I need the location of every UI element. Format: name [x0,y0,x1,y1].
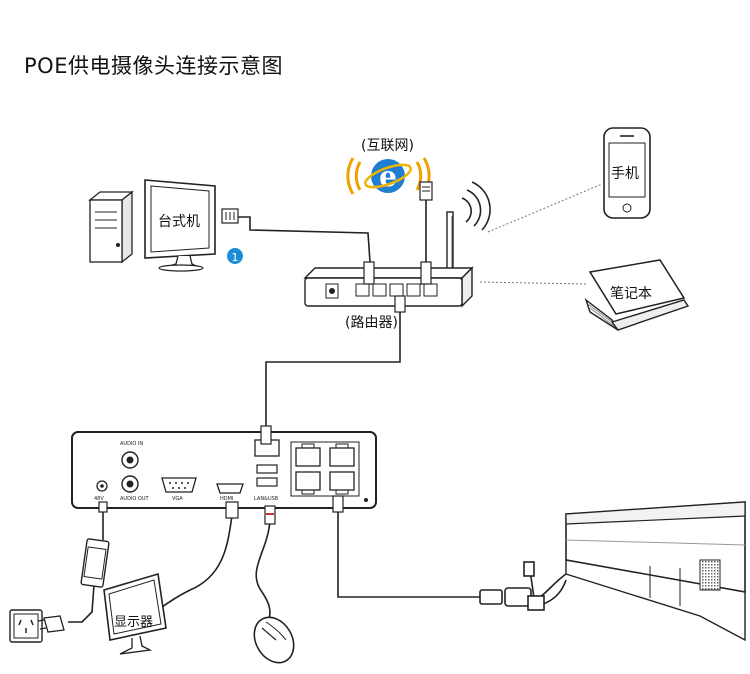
diagram-title: POE供电摄像头连接示意图 [24,54,283,78]
usb-port-2 [256,477,278,487]
link-router-laptop [479,281,587,285]
cable-nvr-camera [337,510,480,598]
lan-plug [260,425,272,445]
dc-plug [98,501,108,513]
desktop-tower-icon [88,190,134,264]
poe-plug [332,495,344,513]
vga-port [161,477,197,493]
wireless-links [479,183,603,285]
cable-desktop-router [238,216,371,263]
cable-usb-mouse [255,519,271,623]
nvr-recorder: AUDIO IN AUDIO OUT 48V VGA HDMI LAN&USB [71,425,377,525]
wall-socket-icon [9,609,43,643]
router-label: (路由器) [345,315,398,331]
cables [68,200,480,623]
cable-hdmi-monitor [157,515,233,611]
desktop-label: 台式机 [158,214,200,230]
camera-cable-pigtail [479,561,567,611]
hdmi-label: HDMI [220,496,233,502]
rj45-plug-icon [419,181,433,201]
internet-label: (互联网) [361,138,414,154]
laptop-label: 笔记本 [610,286,652,302]
power-label: 48V [94,496,104,502]
link-router-phone [487,183,603,233]
hdmi-plug [225,501,239,519]
audio-in-label: AUDIO IN [120,441,143,447]
audio-out-label: AUDIO OUT [120,496,150,502]
hdmi-port [216,483,244,494]
cable-power-ac [68,584,95,623]
bullet-camera-icon [565,501,746,642]
internet-icon: e [346,157,431,195]
vga-label: VGA [172,496,183,502]
ac-plug-icon [37,615,65,633]
cable-router-nvr [265,310,401,428]
lan-usb-label: LAN&USB [254,496,279,502]
phone-icon [603,127,651,219]
phone-label: 手机 [611,166,639,182]
mouse-icon [253,616,295,664]
step-badge: 1 [227,248,243,264]
desktop-monitor-icon [144,179,216,272]
step-badge-number: 1 [232,251,239,264]
display-monitor-icon [103,572,167,655]
power-adapter-icon [80,538,110,588]
desktop-ethernet-plug-icon [221,208,239,224]
usb-port-1 [256,464,278,474]
router-icon [303,181,491,313]
monitor-label: 显示器 [114,615,154,630]
laptop-icon [584,259,690,331]
